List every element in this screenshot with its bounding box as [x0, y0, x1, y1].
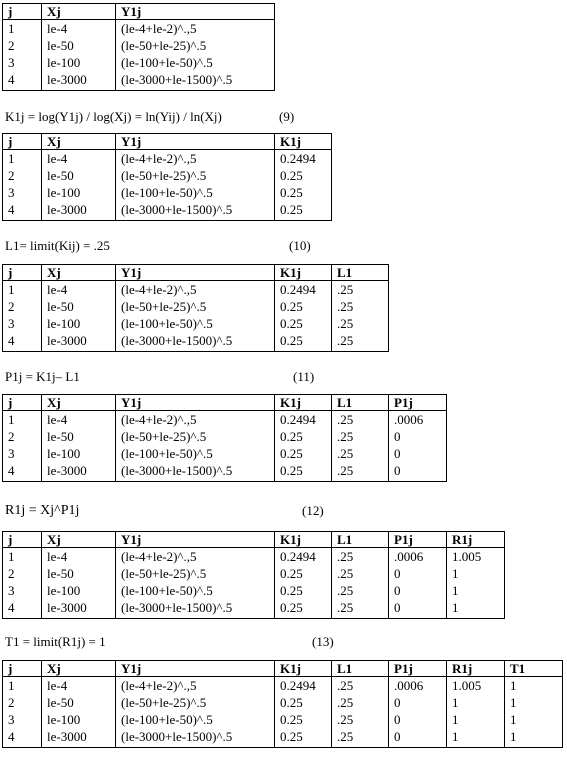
- header-r1j: R1j: [446, 660, 505, 677]
- equation-12: R1j = Xj^P1j: [5, 503, 80, 518]
- header-p1j: P1j: [388, 531, 447, 548]
- column-l1: .25.25.25.25: [331, 676, 389, 748]
- equation-number-11: (11): [293, 369, 315, 384]
- header-j: j: [2, 133, 42, 150]
- column-y1j: (le-4+le-2)^.,5(le-50+le-25)^.5(le-100+l…: [115, 410, 275, 482]
- header-y1j: Y1j: [115, 394, 275, 411]
- header-k1j: K1j: [274, 264, 332, 281]
- header-xj: Xj: [41, 3, 116, 20]
- header-l1: L1: [331, 531, 389, 548]
- column-y1j: (le-4+le-2)^.,5(le-50+le-25)^.5(le-100+l…: [115, 19, 275, 91]
- header-j: j: [2, 264, 42, 281]
- column-l1: .25.25.25.25: [331, 547, 389, 619]
- equation-10: L1= limit(Kij) = .25: [5, 238, 110, 253]
- header-k1j: K1j: [274, 394, 332, 411]
- column-y1j: (le-4+le-2)^.,5(le-50+le-25)^.5(le-100+l…: [115, 676, 275, 748]
- equation-13: T1 = limit(R1j) = 1: [5, 634, 106, 649]
- header-xj: Xj: [41, 660, 116, 677]
- header-k1j: K1j: [274, 133, 332, 150]
- header-y1j: Y1j: [115, 3, 275, 20]
- header-j: j: [2, 531, 42, 548]
- column-l1: .25.25.25.25: [331, 280, 389, 352]
- equation-number-13: (13): [312, 634, 334, 649]
- header-l1: L1: [331, 394, 389, 411]
- column-y1j: (le-4+le-2)^.,5(le-50+le-25)^.5(le-100+l…: [115, 149, 275, 221]
- header-row: j Xj Y1j K1j: [2, 133, 332, 150]
- header-j: j: [2, 3, 42, 20]
- header-y1j: Y1j: [115, 133, 275, 150]
- header-r1j: R1j: [446, 531, 505, 548]
- header-xj: Xj: [41, 133, 116, 150]
- header-y1j: Y1j: [115, 660, 275, 677]
- equation-9: K1j = log(Y1j) / log(Xj) = ln(Yij) / ln(…: [5, 109, 222, 124]
- equation-number-12: (12): [302, 503, 324, 518]
- header-y1j: Y1j: [115, 264, 275, 281]
- header-xj: Xj: [41, 394, 116, 411]
- header-xj: Xj: [41, 264, 116, 281]
- header-l1: L1: [331, 660, 389, 677]
- header-row: j Xj Y1j K1j L1 P1j R1j: [2, 531, 505, 548]
- column-l1: .25.25.25.25: [331, 410, 389, 482]
- header-p1j: P1j: [388, 660, 447, 677]
- column-y1j: (le-4+le-2)^.,5(le-50+le-25)^.5(le-100+l…: [115, 547, 275, 619]
- header-row: j Xj Y1j K1j L1 P1j: [2, 394, 447, 411]
- header-l1: L1: [331, 264, 389, 281]
- header-row: j Xj Y1j: [2, 3, 275, 20]
- header-k1j: K1j: [274, 531, 332, 548]
- header-k1j: K1j: [274, 660, 332, 677]
- header-row: j Xj Y1j K1j L1: [2, 264, 389, 281]
- equation-11: P1j = K1j– L1: [5, 369, 80, 384]
- equation-number-10: (10): [289, 238, 311, 253]
- header-p1j: P1j: [388, 394, 447, 411]
- header-j: j: [2, 394, 42, 411]
- header-j: j: [2, 660, 42, 677]
- column-y1j: (le-4+le-2)^.,5(le-50+le-25)^.5(le-100+l…: [115, 280, 275, 352]
- header-t1: T1: [504, 660, 563, 677]
- header-row: j Xj Y1j K1j L1 P1j R1j T1: [2, 660, 563, 677]
- equation-number-9: (9): [279, 109, 295, 124]
- header-y1j: Y1j: [115, 531, 275, 548]
- header-xj: Xj: [41, 531, 116, 548]
